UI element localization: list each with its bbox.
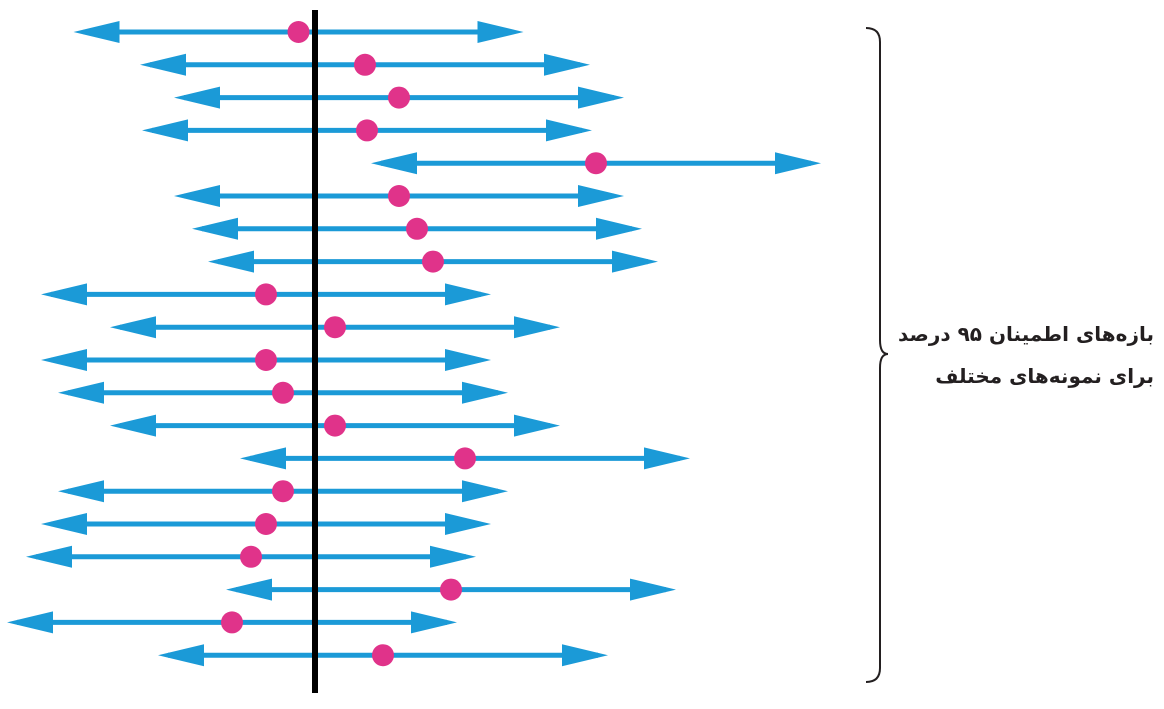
curly-brace xyxy=(865,27,889,683)
right-arrowhead xyxy=(544,53,590,76)
right-arrowhead xyxy=(514,414,560,437)
right-arrowhead xyxy=(445,513,491,535)
left-arrowhead xyxy=(140,53,186,76)
sample-mean-point-15 xyxy=(272,480,294,503)
sample-mean-point-11 xyxy=(255,349,277,371)
left-arrowhead xyxy=(174,86,220,109)
sample-mean-point-4 xyxy=(356,119,378,142)
left-arrowhead xyxy=(174,185,220,207)
sample-mean-point-17 xyxy=(240,545,262,568)
left-arrowhead xyxy=(41,513,87,535)
intervals-group xyxy=(7,21,821,667)
sample-mean-point-5 xyxy=(585,152,607,175)
left-arrowhead xyxy=(58,381,104,404)
right-arrowhead xyxy=(612,250,658,273)
label-line-1: بازه‌های اطمینان ۹۵ درصد xyxy=(897,322,1154,346)
right-arrowhead xyxy=(775,152,821,175)
sample-mean-point-13 xyxy=(324,414,346,437)
left-arrowhead xyxy=(41,283,87,306)
left-arrowhead xyxy=(192,217,238,240)
sample-mean-point-20 xyxy=(372,644,394,667)
right-arrowhead xyxy=(445,283,491,306)
sample-mean-point-10 xyxy=(324,316,346,339)
left-arrowhead xyxy=(73,21,120,43)
right-arrowhead xyxy=(462,480,508,503)
sample-means-group xyxy=(221,21,607,667)
sample-mean-point-12 xyxy=(272,381,294,404)
left-arrowhead xyxy=(41,349,87,371)
right-arrowhead xyxy=(578,86,624,109)
right-arrowhead xyxy=(630,578,676,601)
right-arrowhead xyxy=(596,217,642,240)
sample-mean-point-9 xyxy=(255,283,277,306)
right-arrowhead xyxy=(477,21,524,43)
right-arrowhead xyxy=(562,644,608,667)
left-arrowhead xyxy=(371,152,417,175)
sample-mean-point-19 xyxy=(221,611,243,634)
sample-mean-point-14 xyxy=(454,447,476,470)
sample-mean-point-16 xyxy=(255,513,277,535)
left-arrowhead xyxy=(240,447,286,470)
sample-mean-point-2 xyxy=(354,53,376,76)
right-arrowhead xyxy=(430,545,476,568)
sample-mean-point-3 xyxy=(388,86,410,109)
sample-mean-point-6 xyxy=(388,185,410,207)
left-arrowhead xyxy=(158,644,204,667)
right-arrowhead xyxy=(462,381,508,404)
right-arrowhead xyxy=(644,447,690,470)
sample-mean-point-8 xyxy=(422,250,444,273)
right-arrowhead xyxy=(514,316,560,339)
left-arrowhead xyxy=(142,119,188,142)
right-arrowhead xyxy=(578,185,624,207)
left-arrowhead xyxy=(110,316,156,339)
left-arrowhead xyxy=(7,611,53,634)
left-arrowhead xyxy=(110,414,156,437)
left-arrowhead xyxy=(26,545,72,568)
left-arrowhead xyxy=(208,250,254,273)
left-arrowhead xyxy=(58,480,104,503)
sample-mean-point-1 xyxy=(287,21,310,43)
left-arrowhead xyxy=(226,578,272,601)
right-arrowhead xyxy=(411,611,457,634)
right-arrowhead xyxy=(445,349,491,371)
sample-mean-point-7 xyxy=(406,217,428,240)
sample-mean-point-18 xyxy=(440,578,462,601)
label-line-2: برای نمونه‌های مختلف xyxy=(935,364,1154,388)
right-arrowhead xyxy=(546,119,592,142)
